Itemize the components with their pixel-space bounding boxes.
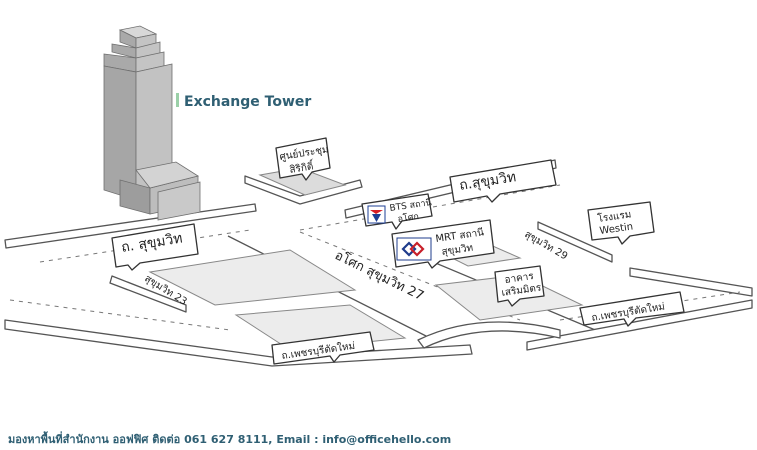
westin-label-line2: Westin xyxy=(599,221,634,237)
road-upper-convention xyxy=(244,175,363,205)
bts-label-line2: อโศก xyxy=(397,211,420,225)
mrt-logo-icon xyxy=(396,237,432,261)
road-sukhumvit-29 xyxy=(537,221,613,263)
building-label: Exchange Tower xyxy=(184,94,311,110)
callout-phetchaburi-right-box xyxy=(579,291,685,327)
mrt-label-line2: สุขุมวิท xyxy=(441,243,474,258)
road-phetchaburi-right xyxy=(526,299,753,351)
road-stub-right xyxy=(629,267,753,297)
callout-building-box xyxy=(494,265,545,307)
callout-phetchaburi-left-box xyxy=(271,331,375,365)
building-callout-line1: อาคาร xyxy=(504,271,535,286)
block-west xyxy=(148,249,357,306)
road-flyover xyxy=(417,321,561,349)
road-phetchaburi-left xyxy=(4,319,473,367)
exchange-tower xyxy=(103,25,201,221)
callouts xyxy=(111,137,685,365)
callout-sukhumvit-left-box xyxy=(111,223,199,271)
tower-marker xyxy=(176,93,179,107)
bts-logo-icon xyxy=(367,205,386,224)
footer-contact: มองหาพื้นที่สำนักงาน ออฟฟิศ ติดต่อ 061 6… xyxy=(8,433,452,446)
road-sukhumvit-23 xyxy=(109,275,187,313)
callout-westin-box xyxy=(587,201,655,245)
callout-convention-box xyxy=(275,137,331,181)
callout-sukhumvit-right-box xyxy=(449,159,557,203)
